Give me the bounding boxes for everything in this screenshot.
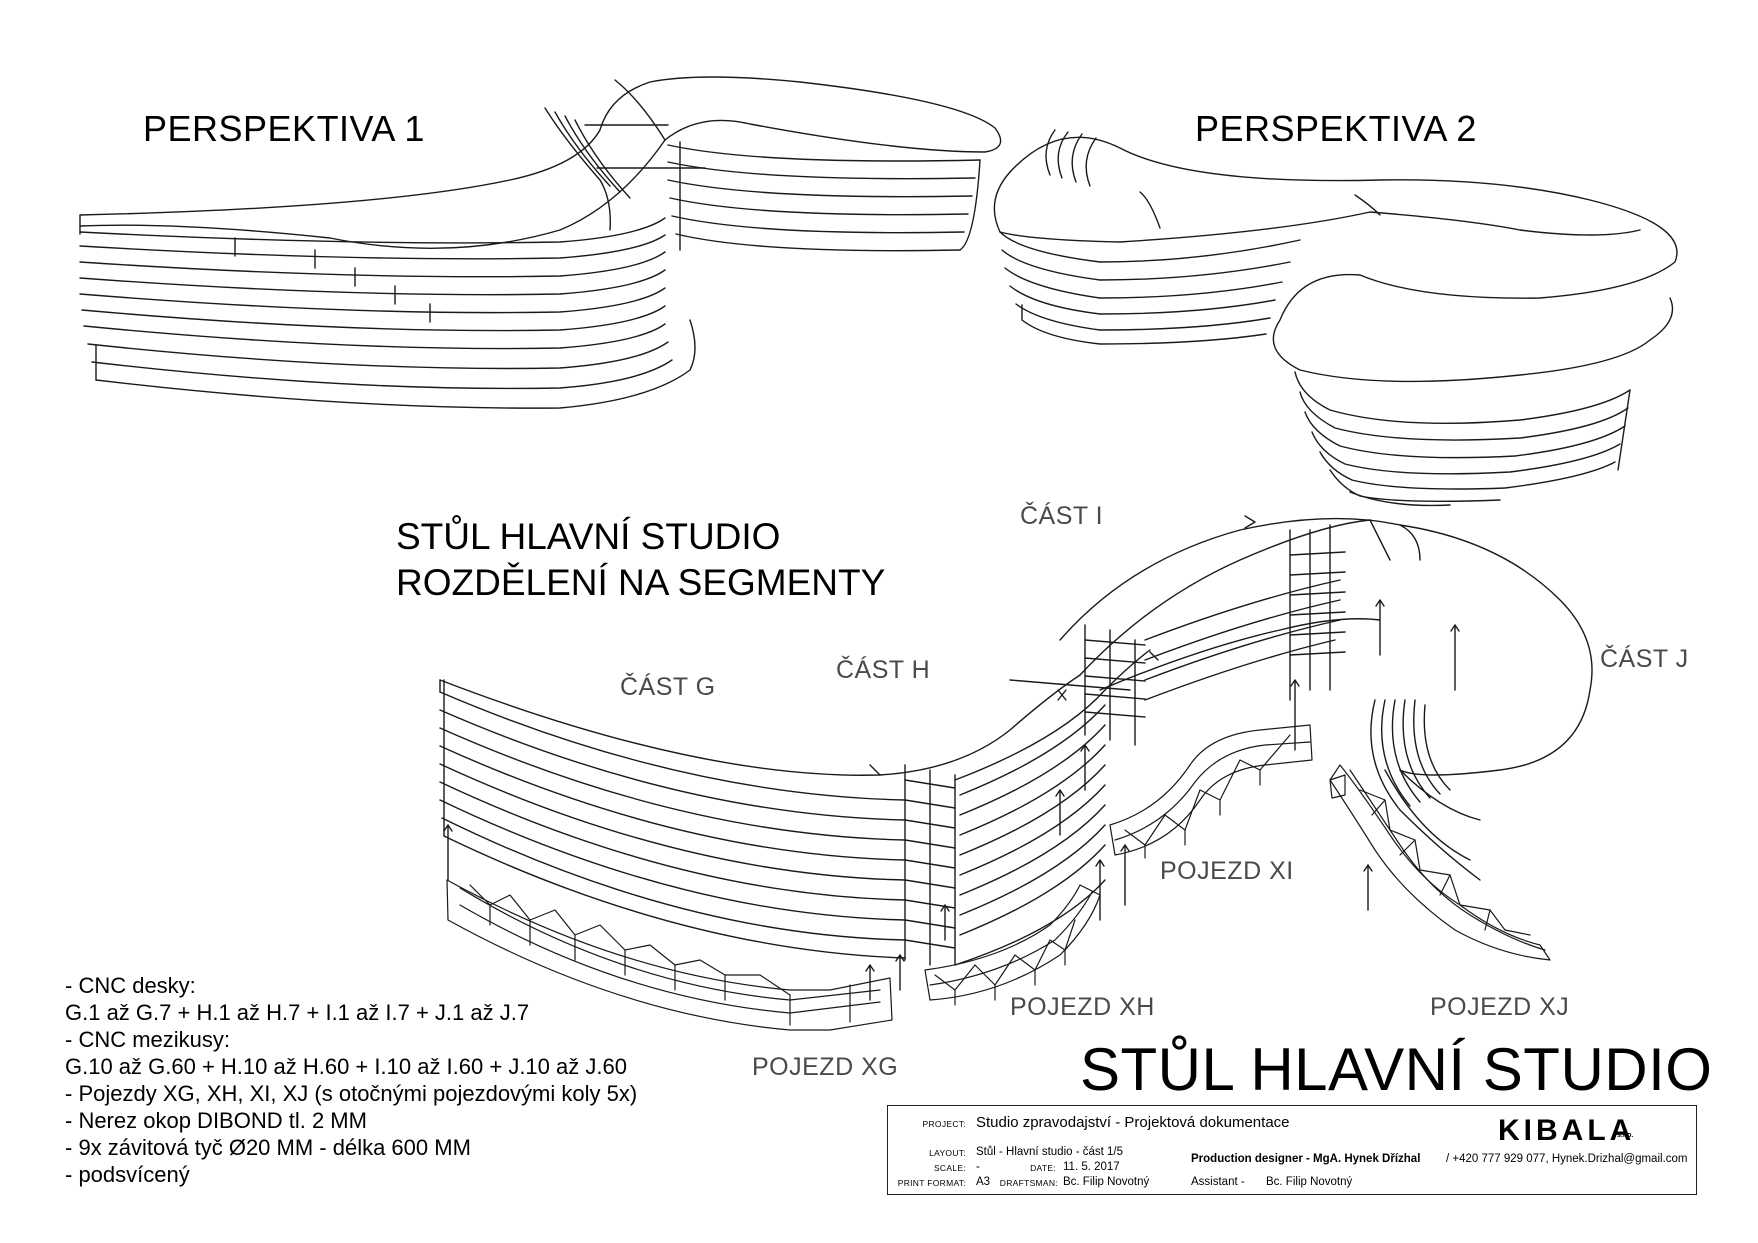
segments-heading-line1: STŮL HLAVNÍ STUDIO [396,516,781,557]
segmented-desk [439,515,1593,1001]
carriage-xj-label: POJEZD XJ [1430,993,1570,1021]
note-line: - podsvícený [65,1162,190,1187]
part-h-label: ČÁST H [836,656,931,684]
carriage-xi-frame [1109,724,1313,859]
scale-label: SCALE: [933,1163,966,1173]
perspective-1-desk [79,76,1002,409]
perspective-2-desk [993,129,1678,507]
assistant-value: Bc. Filip Novotný [1266,1176,1353,1188]
carriage-xg-frame [446,879,893,1031]
kibala-logo-suffix: s.r.o. [1617,1132,1634,1139]
project-value: Studio zpravodajství - Projektová dokume… [976,1114,1290,1131]
carriage-xi-label: POJEZD XI [1160,857,1294,885]
note-line: - CNC desky: [65,973,196,998]
draftsman-label: DRAFTSMAN: [999,1178,1058,1188]
title-block: PROJECT: Studio zpravodajství - Projekto… [887,1105,1697,1195]
carriage-xg-label: POJEZD XG [752,1053,899,1081]
note-line: G.10 až G.60 + H.10 až H.60 + I.10 až I.… [65,1054,627,1079]
perspective-1-label: PERSPEKTIVA 1 [143,108,425,149]
perspective-2-label: PERSPEKTIVA 2 [1195,108,1477,149]
part-g-label: ČÁST G [620,673,716,701]
kibala-logo: KIBALA [1498,1114,1636,1147]
designer-contact: / +420 777 929 077, Hynek.Drizhal@gmail.… [1446,1153,1688,1165]
print-format-label: PRINT FORMAT: [897,1178,966,1188]
part-j-label: ČÁST J [1600,645,1689,673]
carriage-xj-frame [1329,764,1551,961]
note-line: - Pojezdy XG, XH, XI, XJ (s otočnými poj… [65,1081,638,1106]
production-designer: Production designer - MgA. Hynek Dřízhal [1191,1153,1421,1165]
assistant-label: Assistant - [1191,1176,1245,1188]
date-label: DATE: [1030,1163,1056,1173]
note-line: - CNC mezikusy: [65,1027,231,1052]
draftsman-value: Bc. Filip Novotný [1063,1176,1150,1188]
segments-heading-line2: ROZDĚLENÍ NA SEGMENTY [396,562,886,603]
print-format-value: A3 [976,1176,991,1188]
layout-label: LAYOUT: [929,1148,966,1158]
note-line: - 9x závitová tyč Ø20 MM - délka 600 MM [65,1135,471,1160]
scale-value: - [976,1161,980,1173]
project-label: PROJECT: [922,1119,966,1129]
layout-value: Stůl - Hlavní studio - část 1/5 [976,1146,1124,1158]
note-line: G.1 až G.7 + H.1 až H.7 + I.1 až I.7 + J… [65,1000,530,1025]
note-line: - Nerez okop DIBOND tl. 2 MM [65,1108,367,1133]
carriage-xh-label: POJEZD XH [1010,993,1155,1021]
part-i-label: ČÁST I [1020,502,1104,530]
date-value: 11. 5. 2017 [1063,1161,1120,1173]
notes-list: - CNC desky: G.1 až G.7 + H.1 až H.7 + I… [65,972,637,1188]
carriage-xh-frame [924,884,1101,1006]
main-title: STŮL HLAVNÍ STUDIO [1080,1036,1713,1103]
